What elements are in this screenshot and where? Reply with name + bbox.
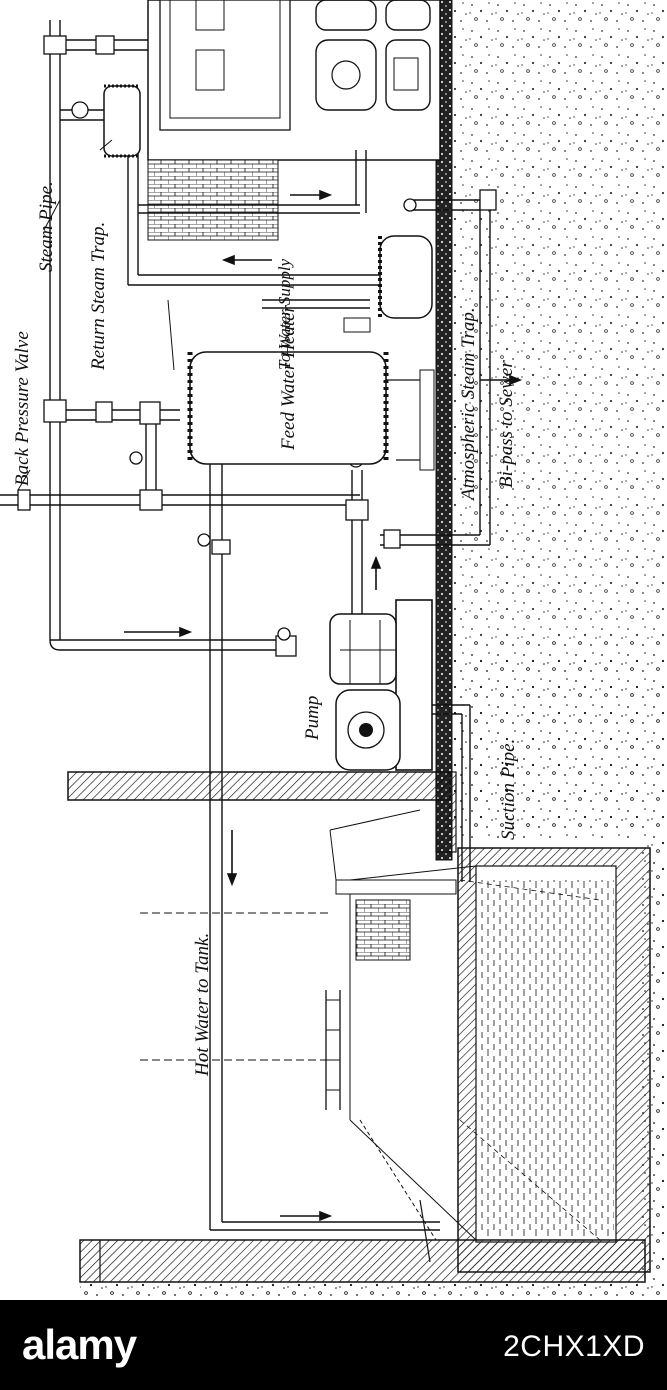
- foundation-strip: [435, 0, 453, 861]
- label-pump: Pump: [302, 696, 323, 741]
- label-bi-pass-to-sewer: Bi-pass to Sewer: [496, 360, 517, 488]
- label-feed-water-heater: Feed Water Heater: [278, 304, 299, 451]
- feed-water-heater: [187, 351, 435, 471]
- flow-arrows: [124, 189, 523, 1222]
- label-suction-pipe: Suction Pipe.: [498, 739, 519, 840]
- pump: [329, 599, 433, 771]
- stock-watermark-banner: alamy 2CHX1XD: [0, 1300, 667, 1390]
- label-return-steam-trap: Return Steam Trap.: [88, 222, 109, 371]
- atmospheric-steam-trap: [343, 235, 433, 333]
- label-to-water-supply: To Water Supply: [275, 258, 294, 370]
- label-hot-water-to-tank: Hot Water to Tank.: [192, 933, 213, 1077]
- label-back-pressure-valve: Back Pressure Valve: [12, 331, 33, 486]
- image-code: 2CHX1XD: [503, 1330, 645, 1363]
- basement-wall: [67, 771, 457, 853]
- label-atmospheric-steam-trap: Atmospheric Steam Trap.: [458, 307, 479, 502]
- pipes: [0, 20, 491, 1231]
- label-steam-pipe: Steam Pipe.: [36, 181, 57, 272]
- return-steam-trap: [103, 84, 141, 158]
- diagram: Back Pressure Valve Steam Pipe. Return S…: [0, 0, 667, 1300]
- alamy-logo: alamy: [22, 1321, 137, 1368]
- water-tank: [79, 809, 651, 1283]
- leader-lines: [17, 139, 175, 491]
- boiler: [147, 0, 441, 241]
